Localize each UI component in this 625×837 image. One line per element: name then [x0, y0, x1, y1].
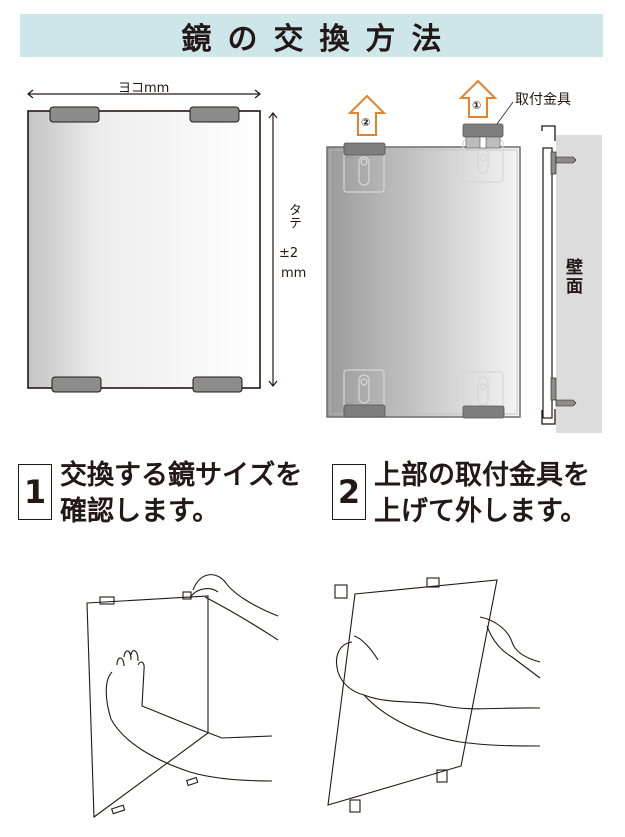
step-2: 2 上部の取付金具を 上げて外します。	[332, 458, 590, 530]
unit-label: mm	[281, 266, 307, 281]
arrow-1-label: ①	[472, 99, 482, 112]
arrow-2-label: ②	[361, 116, 371, 129]
step-1: 1 交換する鏡サイズを 確認します。	[18, 458, 302, 530]
step-1-number: 1	[18, 464, 52, 520]
step-1-line-2: 確認します。	[60, 496, 220, 527]
height-label: タテ	[286, 203, 301, 229]
step-2-text: 上部の取付金具を 上げて外します。	[374, 458, 590, 530]
step-2-number: 2	[332, 464, 366, 520]
tolerance-label: ±2	[279, 246, 299, 261]
step-2-line-1: 上部の取付金具を	[374, 460, 590, 491]
width-label: ヨコmm	[118, 81, 170, 96]
title-band: 鏡の交換方法	[20, 14, 603, 57]
step-1-line-1: 交換する鏡サイズを	[60, 460, 303, 491]
step-2-line-2: 上げて外します。	[374, 496, 588, 527]
page-title: 鏡の交換方法	[181, 21, 458, 57]
bracket-label: 取付金具	[515, 92, 571, 108]
step-1-text: 交換する鏡サイズを 確認します。	[60, 458, 302, 530]
wall-label: 壁面	[562, 258, 582, 296]
